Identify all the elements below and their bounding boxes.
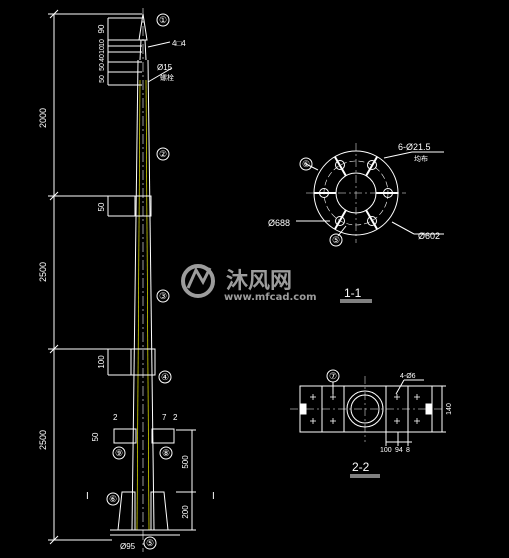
dim-base-500: 500 bbox=[181, 455, 190, 469]
anchor-plate-left bbox=[113, 428, 137, 444]
dim-bottom-100: 100 bbox=[380, 447, 392, 454]
bolt-hole bbox=[335, 160, 345, 170]
bolt-hole bbox=[367, 160, 377, 170]
callout-6: ⑥ bbox=[109, 494, 117, 504]
section1-callout-6: ⑥ bbox=[302, 159, 310, 169]
dim-top-10a: 10 bbox=[99, 39, 106, 47]
dim-right-140: 140 bbox=[446, 403, 453, 415]
label-4x4: 4□4 bbox=[172, 39, 186, 48]
dia-pcd-label: Ø602 bbox=[418, 231, 440, 241]
section-1-1-texts: 6-Ø21.5 均布 Ø688 Ø602 ⑥ ⑤ 1-1 bbox=[268, 142, 440, 300]
dim-bottom-8: 8 bbox=[406, 447, 410, 454]
dim-small-50: 50 bbox=[91, 432, 100, 441]
callout-9: ⑨ bbox=[115, 448, 123, 458]
callout-3: ③ bbox=[159, 291, 167, 301]
dim-small-2b: 2 bbox=[173, 413, 178, 422]
section-2-2-texts: 4-Ø6 140 100 94 8 ⑦ 2-2 bbox=[329, 371, 453, 474]
dia-outer-label: Ø688 bbox=[268, 218, 290, 228]
section1-callout-5: ⑤ bbox=[332, 235, 340, 245]
callout-4: ④ bbox=[161, 372, 169, 382]
dim-small-2a: 2 bbox=[113, 413, 118, 422]
dim-top-40: 40 bbox=[99, 54, 106, 62]
watermark-brand: 沐风网 bbox=[226, 269, 292, 294]
dim-2500-mid: 2500 bbox=[38, 262, 48, 282]
dim-2500-low: 2500 bbox=[38, 430, 48, 450]
pole-outline-left bbox=[131, 59, 139, 531]
pole-elevation bbox=[107, 8, 180, 552]
base-dimensions bbox=[176, 429, 196, 531]
section-mark-left: I bbox=[86, 491, 89, 502]
watermark: 沐风网 www.mfcad.com bbox=[181, 264, 317, 303]
callout-8: ⑧ bbox=[162, 448, 170, 458]
anchor-plate-right bbox=[151, 428, 175, 444]
section2-callout-7: ⑦ bbox=[329, 371, 337, 381]
pole-callout-texts: ① ② ③ ④ ⑤ ⑥ ⑧ ⑨ bbox=[109, 15, 170, 548]
dim-top-50b: 50 bbox=[99, 75, 106, 83]
overall-dimensions bbox=[48, 9, 142, 545]
holes-note: 均布 bbox=[414, 154, 428, 163]
dim-top-10b: 10 bbox=[99, 46, 106, 54]
bolt-hole bbox=[367, 216, 377, 226]
label-d15-note: 螺栓 bbox=[160, 73, 174, 82]
label-d15: Ø15 bbox=[157, 63, 173, 72]
section-mark-right: I bbox=[212, 491, 215, 502]
label-4-d6: 4-Ø6 bbox=[400, 373, 416, 380]
watermark-url: www.mfcad.com bbox=[224, 292, 317, 303]
section-1-1-flange bbox=[296, 143, 444, 303]
bolt-hole bbox=[335, 216, 345, 226]
dim-top-50a: 50 bbox=[99, 63, 106, 71]
dim-joint-100: 100 bbox=[97, 355, 106, 369]
dim-top-90: 90 bbox=[97, 24, 106, 33]
dim-small-7: 7 bbox=[162, 413, 167, 422]
section-2-2-sleeve bbox=[290, 369, 446, 478]
dim-joint-50: 50 bbox=[97, 202, 106, 211]
dim-bottom-94: 94 bbox=[395, 447, 403, 454]
pole-outline-right bbox=[147, 59, 155, 531]
pole-callouts bbox=[106, 13, 173, 550]
dimension-texts: 2000 2500 2500 90 10 10 40 50 50 50 100 … bbox=[38, 24, 215, 551]
holes-label: 6-Ø21.5 bbox=[398, 142, 431, 152]
callout-1: ① bbox=[159, 15, 167, 25]
dim-2000: 2000 bbox=[38, 108, 48, 128]
watermark-logo-icon bbox=[181, 264, 215, 298]
section-2-2-title: 2-2 bbox=[352, 460, 370, 474]
dim-base-d95: Ø95 bbox=[120, 542, 136, 551]
callout-2: ② bbox=[159, 149, 167, 159]
section-1-1-title: 1-1 bbox=[344, 286, 362, 300]
dim-base-200: 200 bbox=[181, 505, 190, 519]
callout-5: ⑤ bbox=[146, 538, 154, 548]
